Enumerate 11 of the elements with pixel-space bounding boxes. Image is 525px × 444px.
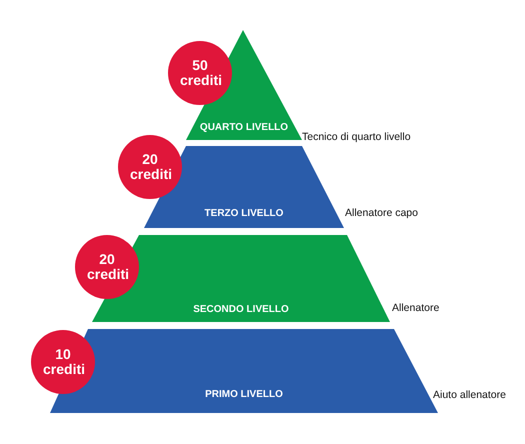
level-name: TERZO LIVELLO bbox=[204, 208, 284, 219]
role-label: Allenatore bbox=[392, 302, 440, 314]
credit-circle: 50 crediti bbox=[168, 41, 232, 105]
role-label: Aiuto allenatore bbox=[433, 389, 506, 401]
level-name: QUARTO LIVELLO bbox=[198, 122, 290, 133]
credit-circle: 20 crediti bbox=[118, 135, 182, 199]
credit-circle: 20 crediti bbox=[75, 235, 139, 299]
level-name: SECONDO LIVELLO bbox=[192, 304, 290, 315]
credit-circle: 10 crediti bbox=[31, 330, 95, 394]
role-label: Tecnico di quarto livello bbox=[302, 131, 411, 143]
role-label: Allenatore capo bbox=[345, 207, 418, 219]
